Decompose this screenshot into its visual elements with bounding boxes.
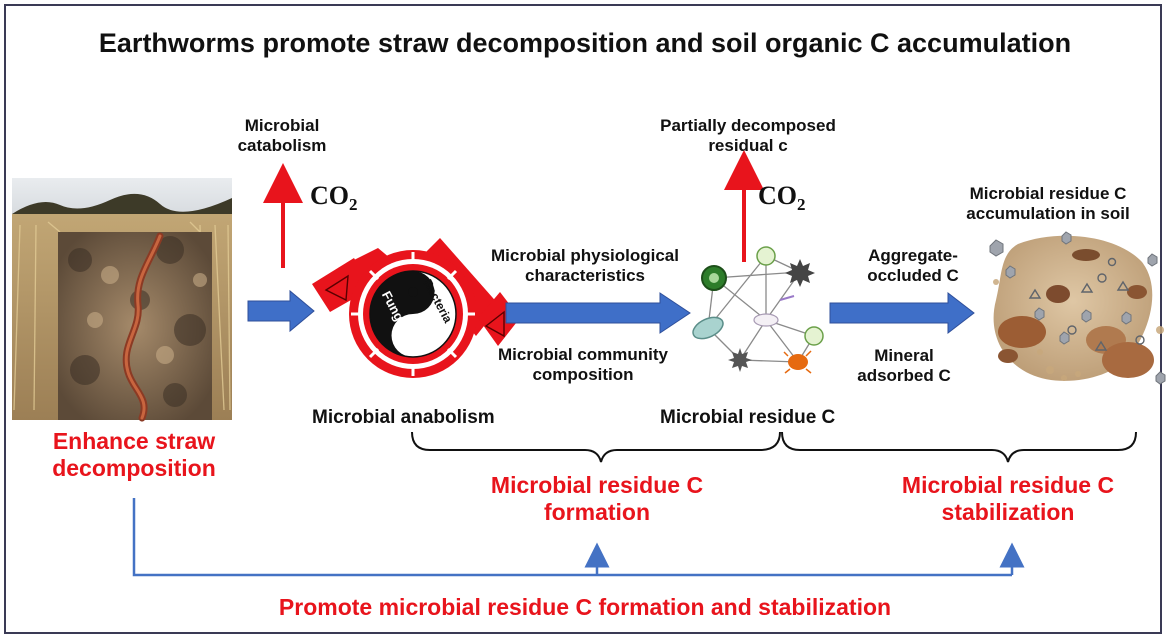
label-aggregate-occluded: Aggregate-occluded C xyxy=(867,246,959,286)
label-physiological-characteristics: Microbial physiological characteristics xyxy=(491,246,679,286)
label-residue-c: Microbial residue C xyxy=(660,407,836,428)
label-co2-right: CO2 xyxy=(758,181,806,215)
microbial-network-icon xyxy=(692,246,824,374)
soil-aggregate-icon xyxy=(989,231,1166,385)
label-anabolism: Microbial anabolism xyxy=(312,407,495,428)
arrow-gut-to-network xyxy=(505,292,691,334)
label-co2-left: CO2 xyxy=(310,181,358,215)
earthworm-field-photo xyxy=(12,178,232,422)
label-mineral-adsorbed: Mineral adsorbed C xyxy=(857,346,951,386)
diagram-title: Earthworms promote straw decomposition a… xyxy=(98,28,1072,58)
brace-stabilization xyxy=(781,431,1137,463)
brace-formation xyxy=(411,431,781,463)
label-residue-stabilization: Microbial residue C stabilization xyxy=(901,472,1115,526)
connector-promote xyxy=(132,498,1012,577)
label-microbial-catabolism: Microbial catabolism xyxy=(237,116,327,156)
label-partially-decomposed: Partially decomposed residual c xyxy=(660,116,836,156)
label-residue-formation: Microbial residue C formation xyxy=(490,472,704,526)
diagram-frame xyxy=(4,4,1162,634)
arrow-network-to-soil xyxy=(829,291,975,335)
earthworm-gut-icon xyxy=(312,238,520,378)
label-residue-accumulation: Microbial residue C accumulation in soil xyxy=(966,184,1130,224)
label-enhance-straw: Enhance straw decomposition xyxy=(52,428,216,482)
label-community-composition: Microbial community composition xyxy=(497,345,669,385)
label-promote: Promote microbial residue C formation an… xyxy=(278,594,892,620)
arrow-straw-to-gut xyxy=(247,289,315,333)
